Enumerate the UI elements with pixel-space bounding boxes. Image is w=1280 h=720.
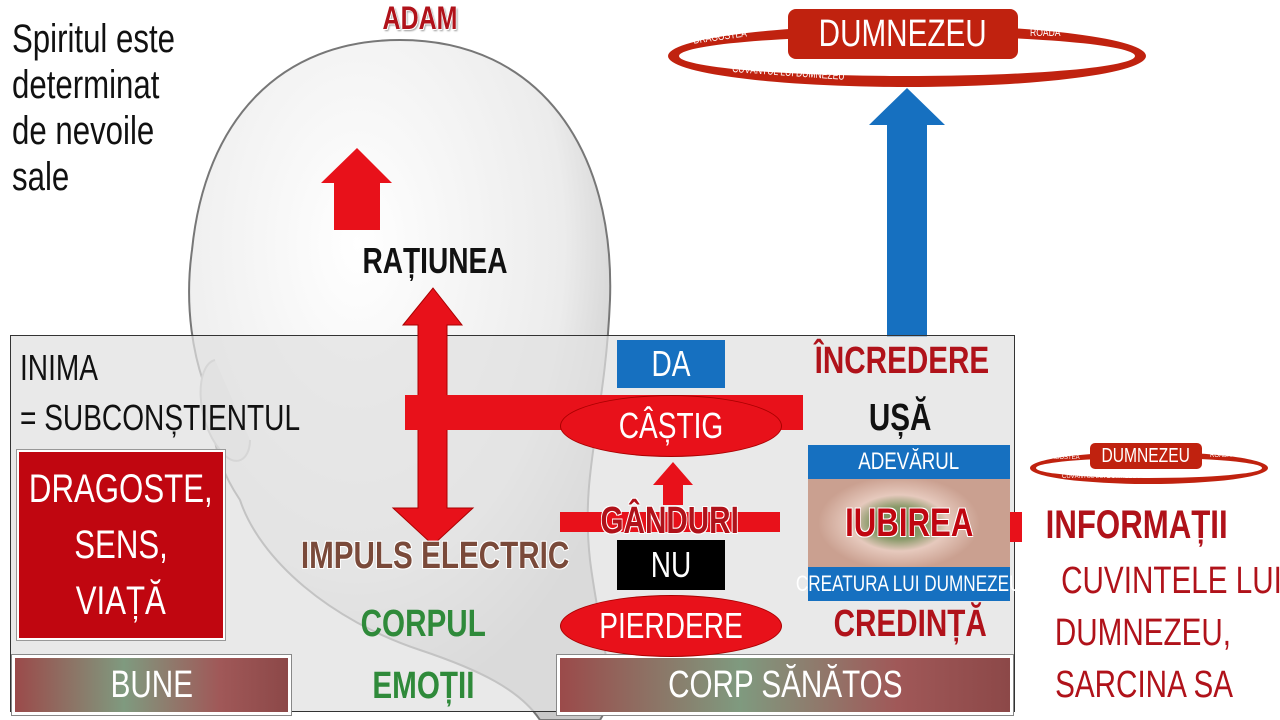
love-label: IUBIREA (844, 500, 974, 545)
blue-up-arrow (869, 88, 945, 337)
loss-oval: PIERDERE (560, 595, 782, 657)
small-ring-label-word: CUVÂNTUL LUI DUMNEZEU (1062, 474, 1141, 480)
body-label: CORPUL (360, 603, 486, 645)
thoughts-label: GÂNDURI (600, 500, 740, 542)
reason-label: RAȚIUNEA (362, 240, 508, 281)
info-detail: CUVINTELE LUI DUMNEZEU, SARCINA SA (1054, 560, 1280, 706)
yes-box: DA (617, 340, 725, 388)
creature-banner: CREATURA LUI DUMNEZEU (796, 567, 1022, 601)
information-label: INFORMAȚII (1045, 503, 1228, 547)
small-ring-label-fruit: ROADĂ (1210, 453, 1232, 459)
good-bar: BUNE (12, 655, 291, 715)
faith-label: CREDINȚĂ (833, 603, 987, 645)
god-box-large: DUMNEZEU (788, 9, 1018, 59)
gain-oval: CÂȘTIG (560, 395, 782, 457)
no-box: NU (617, 540, 725, 590)
spirit-text: Spiritul este determinat de nevoile sale (12, 17, 176, 199)
trust-label: ÎNCREDERE (814, 340, 990, 382)
title-adam: ADAM (382, 0, 458, 36)
eye-image: ADEVĂRUL IUBIREA CREATURA LUI DUMNEZEU (796, 445, 1022, 601)
truth-banner: ADEVĂRUL (808, 445, 1010, 479)
door-label: UȘĂ (868, 397, 932, 439)
impulse-label: IMPULS ELECTRIC (300, 535, 570, 577)
needs-box: DRAGOSTE, SENS, VIAȚĂ (17, 450, 225, 640)
small-ring-label-love: DRAGOSTEA (1042, 455, 1080, 461)
emotions-label: EMOȚII (371, 665, 475, 707)
thoughts-bar (560, 512, 780, 532)
heart-label: INIMA = SUBCONȘTIENTUL (20, 347, 301, 438)
healthy-body-bar: CORP SĂNĂTOS (557, 655, 1013, 715)
god-box-small: DUMNEZEU (1090, 443, 1202, 469)
ring-label-fruit: ROADĂ (1030, 27, 1061, 39)
thoughts-up-arrow (653, 462, 693, 505)
reason-up-arrow (321, 148, 392, 230)
